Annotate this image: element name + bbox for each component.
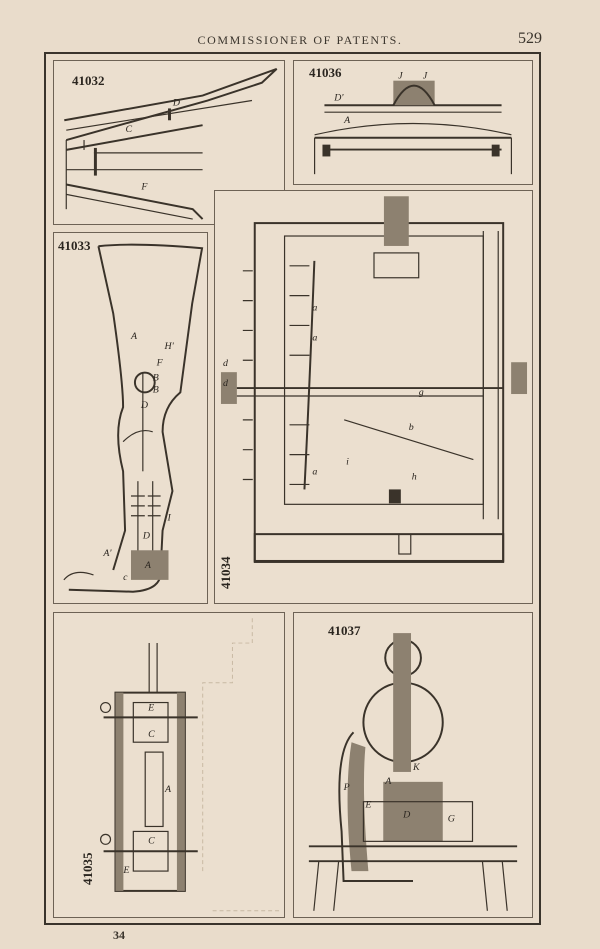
letter-J-2: J (423, 71, 428, 82)
letter-G: G (448, 814, 455, 825)
letter-K: K (412, 762, 421, 773)
figure-41037-panel: K P A E D G 41037 (293, 612, 533, 918)
figure-number-41033: 41033 (58, 238, 91, 253)
letter-a: a (312, 303, 317, 314)
letter-C-2: C (148, 835, 155, 846)
figure-41035-panel: E C A C E 41035 (53, 612, 285, 918)
figure-number-41034: 41034 (218, 556, 233, 590)
signature-mark: 34 (113, 928, 125, 942)
figure-number-41037: 41037 (328, 623, 361, 638)
letter-C: C (148, 729, 155, 740)
letter-d-2: d (223, 378, 228, 389)
letter-A: A (130, 331, 138, 342)
letter-d: d (223, 358, 228, 369)
letter-D-2: D (142, 530, 150, 541)
letter-a-3: a (312, 467, 317, 478)
figure-number-41035: 41035 (80, 852, 95, 886)
figure-41033-panel: A H' F B B D I D A' A c 41033 (53, 232, 208, 604)
letter-B-2: B (153, 384, 159, 395)
letter-g: g (419, 387, 424, 398)
letter-C: C (126, 124, 133, 135)
letter-E-2: E (122, 865, 129, 876)
figure-number-41032: 41032 (72, 73, 105, 88)
letter-P: P (343, 782, 350, 793)
letter-i: i (346, 457, 349, 468)
letter-a-2: a (312, 332, 317, 343)
letter-A: A (343, 115, 351, 126)
letter-A: A (384, 776, 392, 787)
figure-41033-drawing: A H' F B B D I D A' A c (63, 243, 204, 593)
letter-I: I (167, 513, 172, 524)
figure-41037-drawing: K P A E D G (308, 633, 518, 911)
figure-number-41036: 41036 (309, 65, 342, 80)
letter-B: B (153, 372, 159, 383)
letter-A-2: A (144, 560, 152, 571)
figure-41036-drawing: D' J J A (314, 71, 512, 175)
plate-border (44, 52, 541, 925)
letter-J: J (398, 71, 403, 82)
letter-E: E (364, 800, 371, 811)
figure-41034-drawing: d a a g b h a i d (220, 196, 528, 563)
letter-F: F (156, 358, 164, 369)
page-number: 529 (518, 30, 542, 47)
letter-H-prime: H' (164, 341, 175, 352)
letter-h: h (412, 471, 417, 482)
figure-41034-panel: d a a g b h a i d 41034 (214, 190, 533, 604)
letter-D-prime: D' (333, 92, 344, 103)
letter-D: D (172, 97, 180, 108)
letter-D: D (140, 400, 148, 411)
figure-41036-panel: D' J J A 41036 (293, 60, 533, 185)
figure-41035-drawing: E C A C E (100, 618, 283, 912)
letter-F: F (140, 181, 148, 192)
letter-A: A (164, 784, 172, 795)
letter-A-prime: A' (102, 548, 112, 559)
letter-c: c (123, 572, 128, 583)
letter-E: E (147, 702, 154, 713)
figure-41032-drawing: D C F (64, 67, 278, 220)
letter-D: D (402, 810, 410, 821)
letter-b: b (409, 422, 414, 433)
running-header: COMMISSIONER OF PATENTS. (197, 33, 403, 47)
